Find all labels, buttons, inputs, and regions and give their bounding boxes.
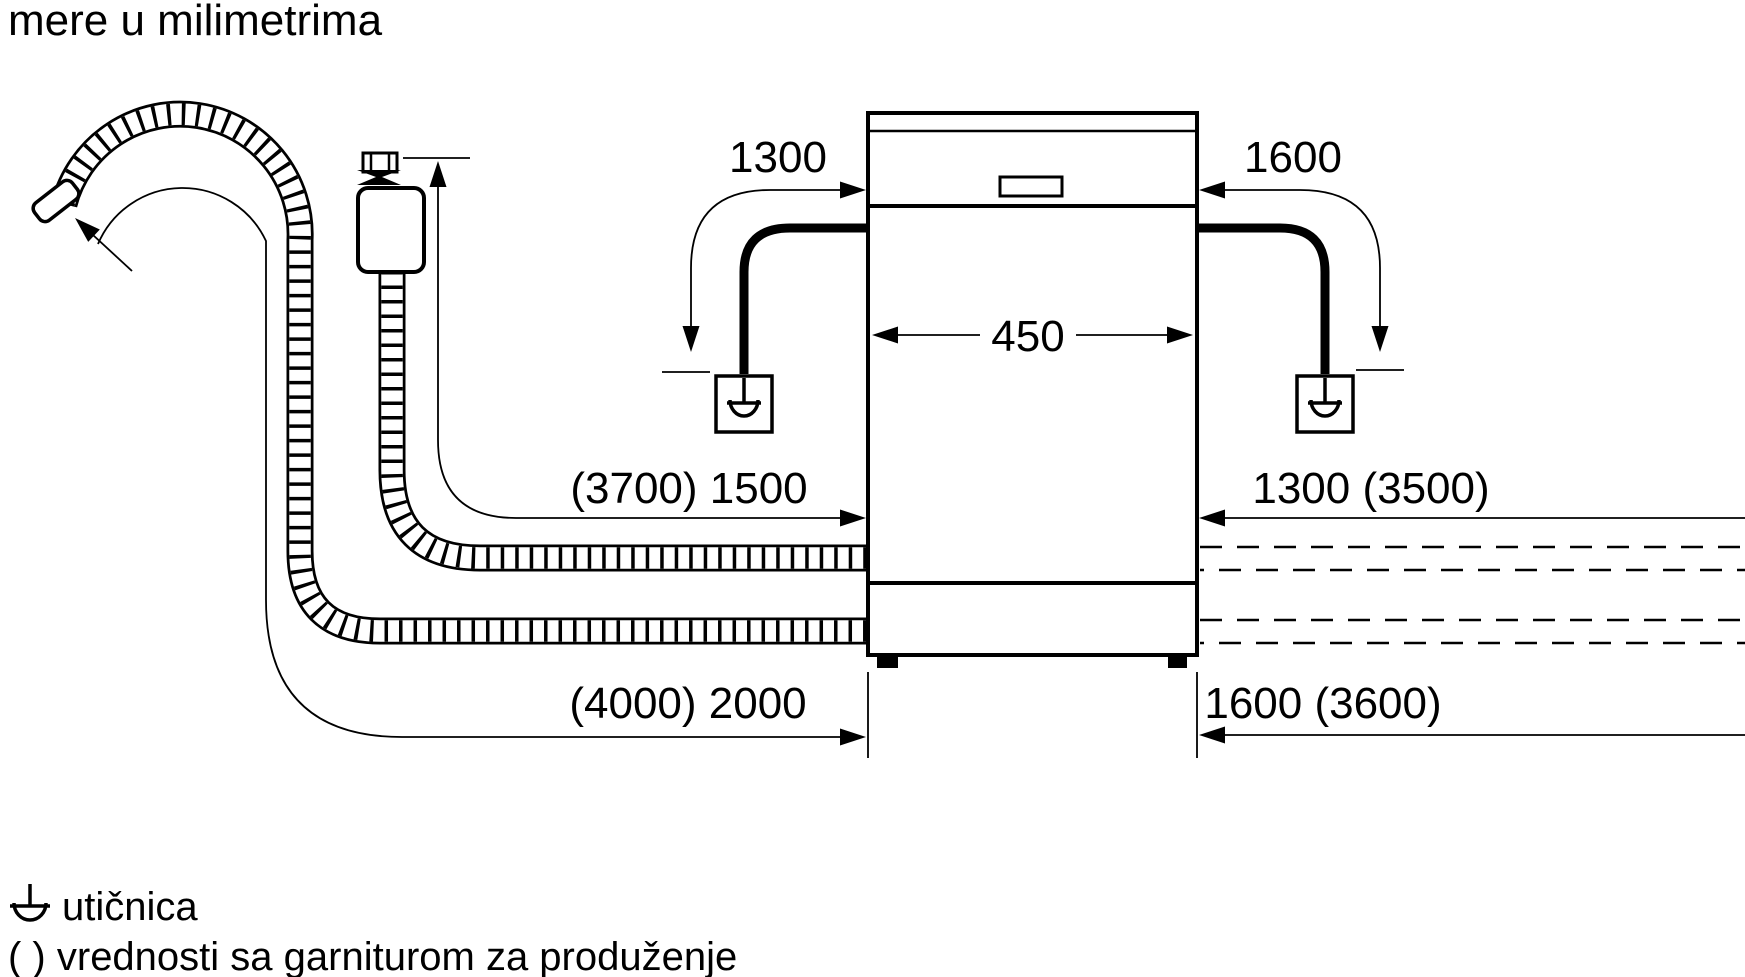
page-title: mere u milimetrima [8,0,383,45]
supply-hose [378,271,868,572]
dim-drain-right-label: 1600 (3600) [1204,679,1441,728]
socket-outlet-icon-right [1295,374,1355,434]
tap-nut [361,151,399,174]
power-cord-left [739,223,868,374]
dim-drain-left-label: (4000) 2000 [569,679,806,728]
dim-width-label: 450 [991,312,1064,361]
dim-supply-right-label: 1300 (3500) [1252,464,1489,513]
right-foot [1168,655,1187,668]
hose-extension-dashed-lines [1200,545,1745,645]
legend: utičnica ( ) vrednosti sa garniturom za … [8,884,737,977]
socket-outlet-icon-legend [10,884,50,922]
dimension-lines [75,157,1745,758]
legend-socket-label: utičnica [62,885,198,929]
appliance-outline [866,111,1199,668]
legend-extension-note: ( ) vrednosti sa garniturom za produženj… [8,935,737,977]
tap-compression-fitting [357,170,401,185]
dim-cord-right-label: 1600 [1244,133,1342,182]
tap-valve-icon [356,151,426,274]
power-cord-right [1197,223,1330,374]
dim-supply-left-label: (3700) 1500 [570,464,807,513]
dim-cord-left-label: 1300 [729,133,827,182]
door-handle [998,175,1064,198]
valve-body [356,186,426,274]
socket-outlet-icon-left [714,374,774,434]
drain-hose [31,100,868,645]
drain-hose-nozzle-icon [31,178,81,224]
left-foot [877,655,898,668]
